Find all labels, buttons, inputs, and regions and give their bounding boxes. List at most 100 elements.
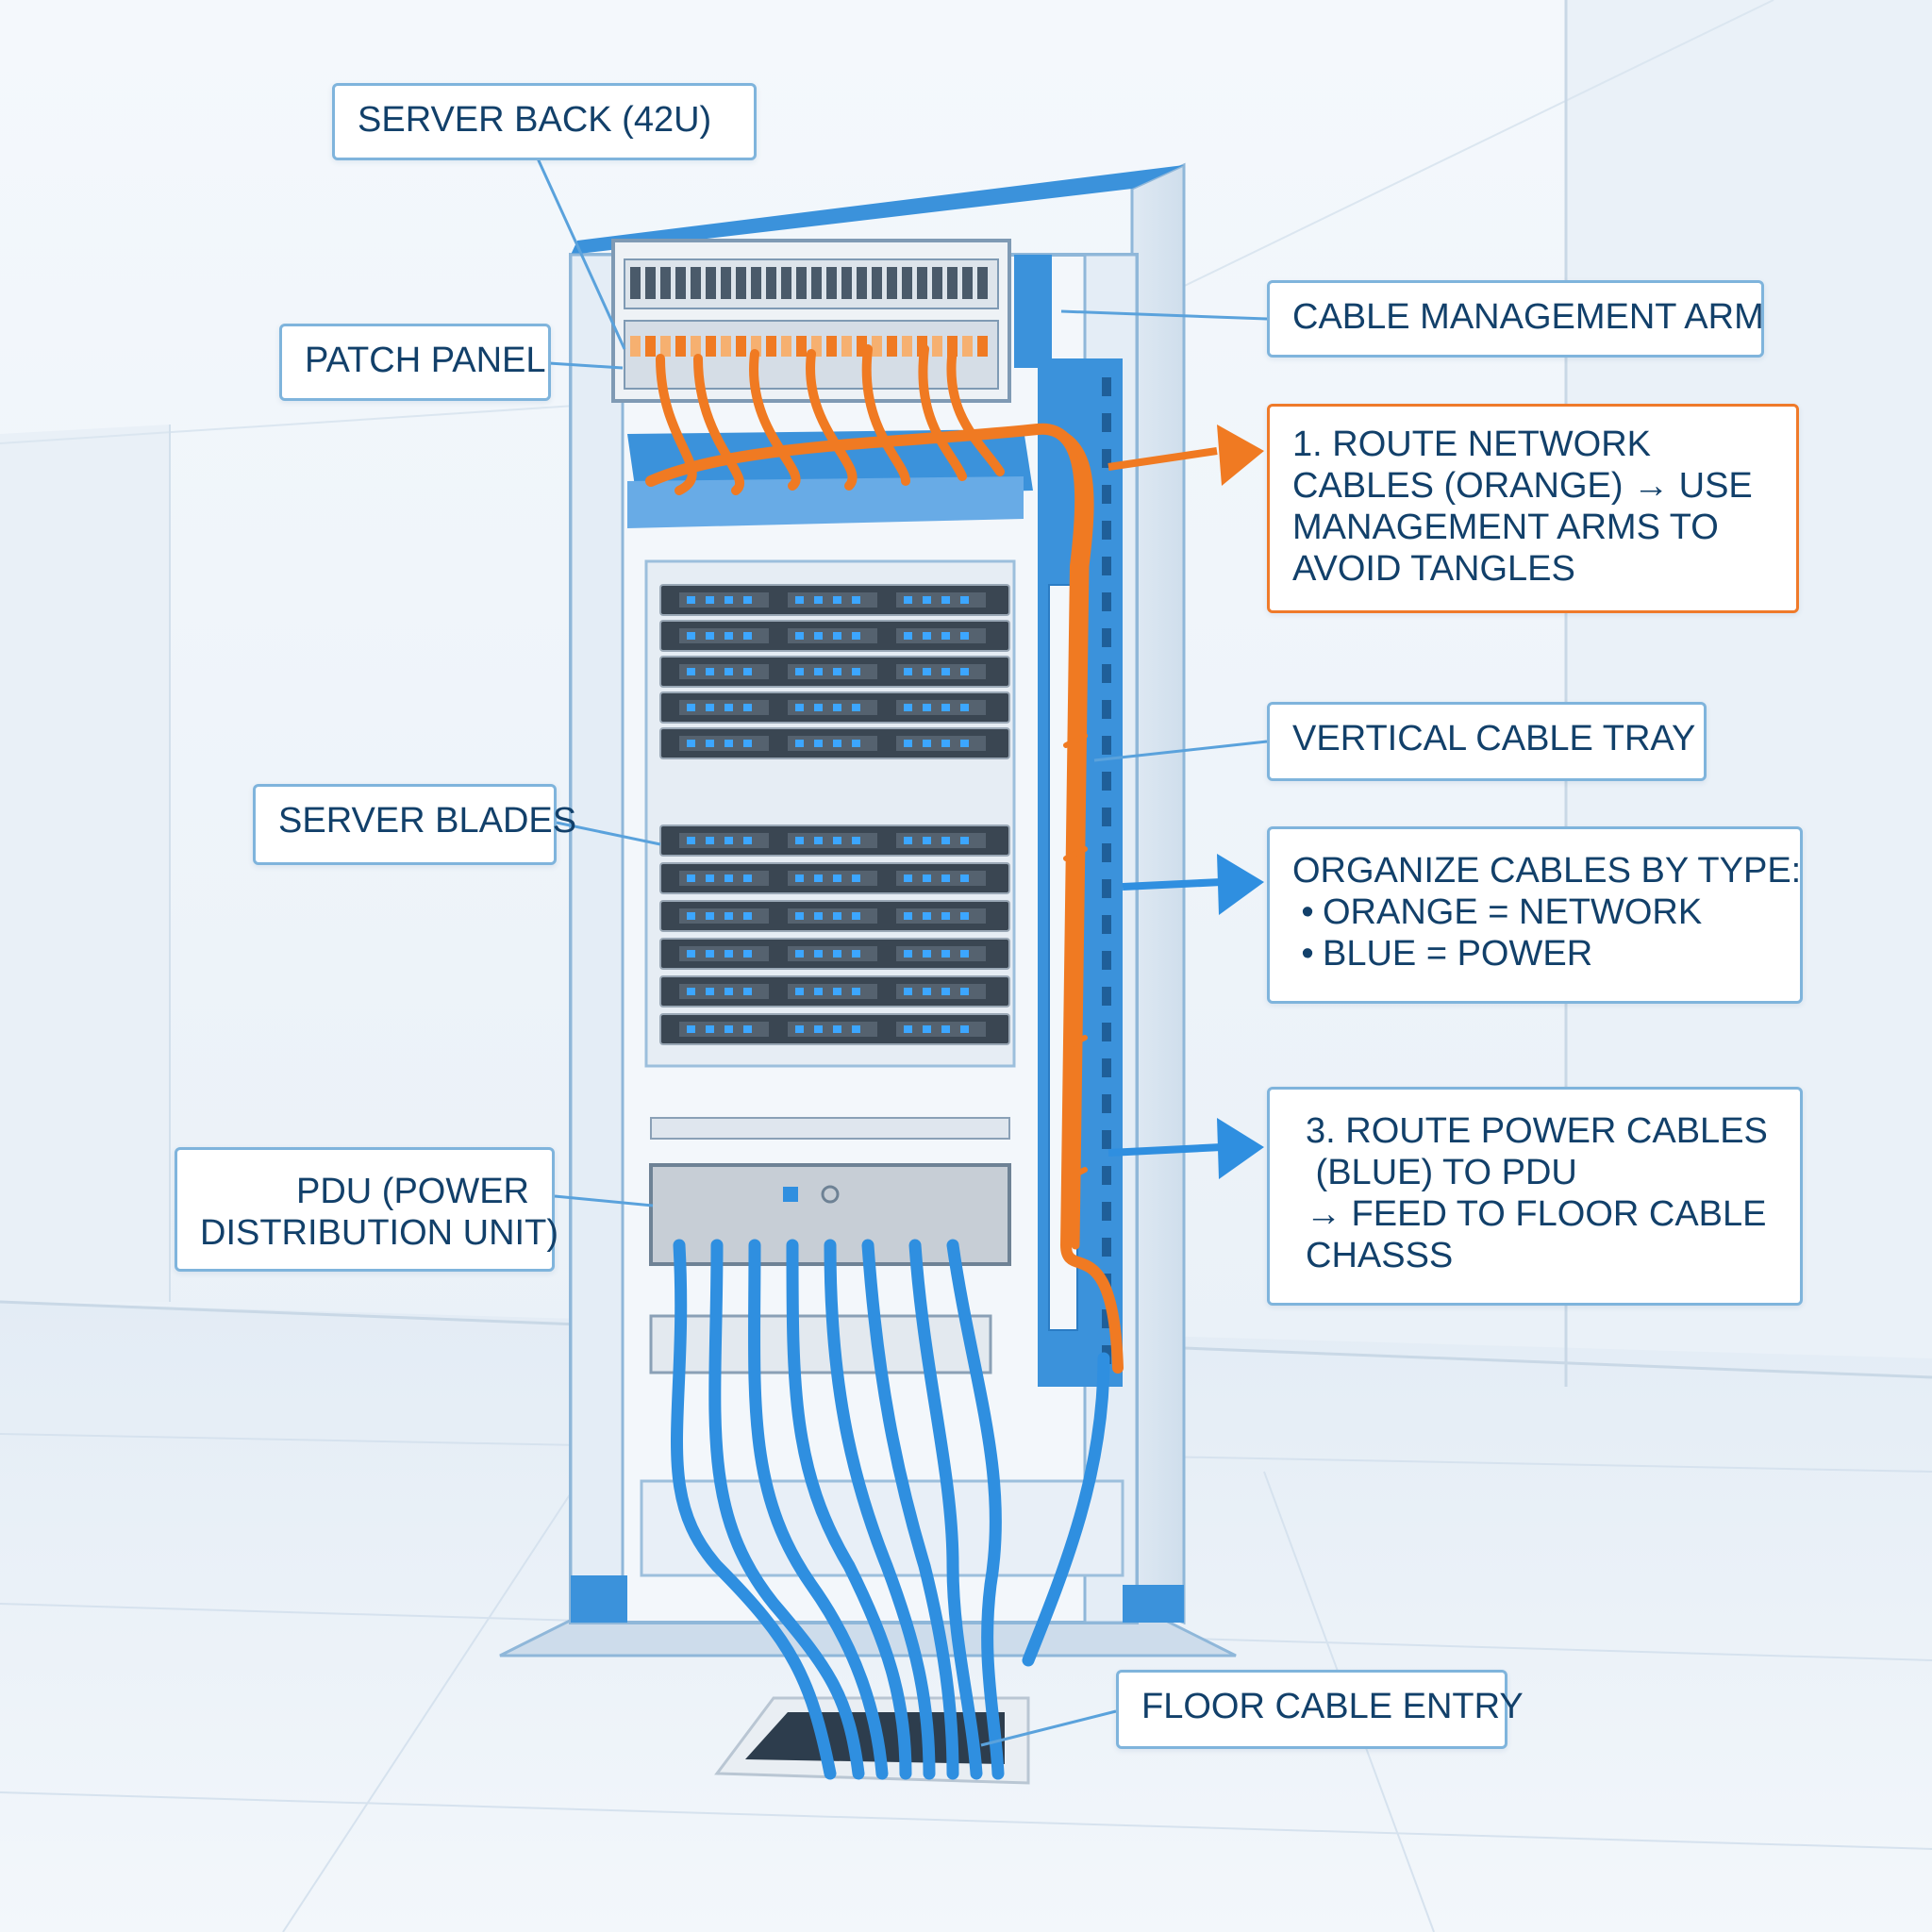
tray-slot-icon: [1102, 772, 1111, 791]
patch-port-icon: [781, 267, 791, 299]
step1-line-3: MANAGEMENT ARMS TO: [1292, 508, 1719, 547]
status-led-icon: [687, 1025, 695, 1033]
step1-line-4: AVOID TANGLES: [1292, 549, 1575, 589]
patch-port-icon: [841, 336, 852, 357]
status-led-icon: [706, 1025, 714, 1033]
step1-line-1: 1. ROUTE NETWORK: [1292, 425, 1652, 464]
server-blade: [659, 900, 1010, 932]
status-led-icon: [904, 950, 912, 958]
status-led-icon: [795, 596, 804, 604]
patch-port-icon: [706, 336, 716, 357]
status-led-icon: [795, 668, 804, 675]
status-led-icon: [904, 704, 912, 711]
status-led-icon: [833, 912, 841, 920]
status-led-icon: [904, 1025, 912, 1033]
status-led-icon: [960, 740, 969, 747]
status-led-icon: [687, 704, 695, 711]
tray-slot-icon: [1102, 736, 1111, 755]
status-led-icon: [904, 668, 912, 675]
status-led-icon: [743, 596, 752, 604]
patch-port-icon: [887, 267, 897, 299]
status-led-icon: [833, 1025, 841, 1033]
status-led-icon: [852, 874, 860, 882]
status-led-icon: [687, 632, 695, 640]
patch-port-icon: [751, 336, 761, 357]
cable-management-arm-text: CABLE MANAGEMENT ARM: [1292, 297, 1764, 337]
tray-slot-icon: [1102, 915, 1111, 934]
status-led-icon: [687, 988, 695, 995]
patch-port-icon: [675, 336, 686, 357]
organize-heading: ORGANIZE CABLES BY TYPE:: [1292, 851, 1802, 891]
tray-slot-icon: [1102, 521, 1111, 540]
status-led-icon: [833, 837, 841, 844]
patch-port-icon: [977, 336, 988, 357]
step1-line-2: CABLES (ORANGE) → USE: [1292, 466, 1753, 506]
tray-slot-icon: [1102, 1130, 1111, 1149]
status-led-icon: [833, 950, 841, 958]
status-led-icon: [743, 912, 752, 920]
patch-port-icon: [917, 267, 927, 299]
status-led-icon: [904, 837, 912, 844]
cable-management-arm-shape: [627, 429, 1033, 528]
status-led-icon: [814, 1025, 823, 1033]
status-led-icon: [724, 874, 733, 882]
organize-list: ORANGE = NETWORK BLUE = POWER: [1292, 891, 1777, 974]
patch-port-icon: [660, 336, 671, 357]
patch-port-icon: [857, 336, 867, 357]
patch-panel-text: PATCH PANEL: [305, 341, 546, 380]
status-led-icon: [687, 596, 695, 604]
server-blade: [659, 620, 1010, 652]
status-led-icon: [814, 988, 823, 995]
status-led-icon: [941, 668, 950, 675]
status-led-icon: [706, 704, 714, 711]
organize-item-power: BLUE = POWER: [1292, 933, 1777, 974]
tray-slot-icon: [1102, 628, 1111, 647]
status-led-icon: [743, 874, 752, 882]
status-led-icon: [941, 704, 950, 711]
status-led-icon: [904, 596, 912, 604]
status-led-icon: [687, 874, 695, 882]
status-led-icon: [852, 837, 860, 844]
patch-port-icon: [660, 267, 671, 299]
tray-slot-icon: [1102, 592, 1111, 611]
status-led-icon: [852, 1025, 860, 1033]
tray-slot-icon: [1102, 700, 1111, 719]
status-led-icon: [743, 950, 752, 958]
status-led-icon: [960, 632, 969, 640]
server-back-text: SERVER BACK (42U): [358, 100, 712, 140]
patch-port-icon: [691, 267, 701, 299]
tray-slot-icon: [1102, 449, 1111, 468]
status-led-icon: [814, 704, 823, 711]
tray-slot-icon: [1102, 879, 1111, 898]
patch-port-icon: [826, 267, 837, 299]
status-led-icon: [795, 704, 804, 711]
status-led-icon: [706, 874, 714, 882]
patch-port-icon: [766, 336, 776, 357]
status-led-icon: [941, 988, 950, 995]
status-led-icon: [923, 988, 931, 995]
status-led-icon: [795, 1025, 804, 1033]
patch-port-icon: [766, 267, 776, 299]
patch-port-icon: [796, 267, 807, 299]
tray-slot-icon: [1102, 843, 1111, 862]
status-led-icon: [923, 704, 931, 711]
tray-slot-icon: [1102, 1058, 1111, 1077]
tray-slot-icon: [1102, 1023, 1111, 1041]
status-led-icon: [960, 596, 969, 604]
status-led-icon: [724, 988, 733, 995]
patch-port-icon: [872, 267, 882, 299]
status-led-icon: [706, 912, 714, 920]
patch-port-icon: [811, 336, 822, 357]
patch-port-icon: [932, 336, 942, 357]
tray-slot-icon: [1102, 1202, 1111, 1221]
status-led-icon: [960, 988, 969, 995]
patch-port-icon: [977, 267, 988, 299]
patch-port-icon: [721, 267, 731, 299]
patch-panel-unit: [611, 239, 1052, 403]
step3-line-4: CHASSS: [1306, 1236, 1454, 1275]
status-led-icon: [706, 740, 714, 747]
status-led-icon: [724, 950, 733, 958]
status-led-icon: [941, 1025, 950, 1033]
server-blade: [659, 938, 1010, 970]
status-led-icon: [743, 1025, 752, 1033]
